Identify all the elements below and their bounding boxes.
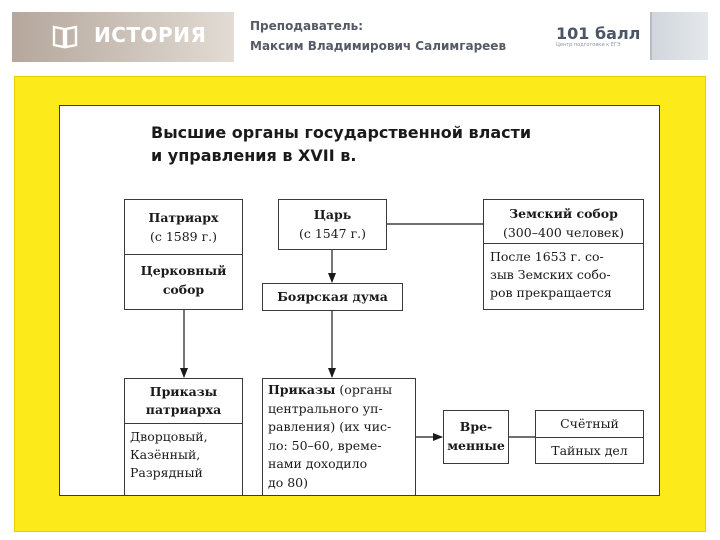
course-title: ИСТОРИЯ [94,23,207,47]
prikazy-line-5: нами доходило [268,456,368,471]
prikazy-title: Приказы [268,382,336,397]
temporary-line-1: Вре- [459,419,493,434]
list-item: Дворцовый, [130,429,208,444]
temporary-line-2: менные [447,438,505,453]
patriarch-prikazy-title-2: патриарха [145,402,222,417]
patriarch-prikazy-title-1: Приказы [149,384,218,399]
title-line-1: Высшие органы государственной власти [151,123,532,142]
church-council-line-1: Церковный [140,263,227,278]
tsar-name: Царь [313,207,352,222]
patriarch-prikazy-list: Дворцовый, Казённый, Разрядный [125,423,242,482]
tsar-date: (с 1547 г.) [298,226,367,241]
zemsky-note-line-1: После 1653 г. со- [490,249,604,264]
course-logo: ИСТОРИЯ [12,12,234,62]
prikazy-line-6: до 80) [268,474,308,490]
boyar-duma-box: Боярская дума [262,283,403,311]
zemsky-size: (300–400 человек) [502,225,625,240]
patriarch-prikazy-box: Приказы патриарха Дворцовый, Казённый, Р… [124,378,243,496]
brand-subtitle: Центр подготовки к ЕГЭ [556,42,621,48]
church-council: Церковный собор [125,254,242,299]
zemsky-note-line-2: зыв Земских собо- [490,267,611,282]
diagram-title: Высшие органы государственной власти и у… [151,121,531,167]
prikazy-line-3: равления) (их чис- [268,419,392,434]
tsar-box: Царь (с 1547 г.) [278,199,387,250]
teacher-label: Преподаватель: [250,19,364,33]
brand-logo: 101 балл [556,24,641,43]
book-icon [52,25,78,49]
church-council-line-2: собор [162,282,205,297]
example-tainykh-del: Тайных дел [536,437,643,464]
teacher-info: Преподаватель: Максим Владимирович Салим… [250,16,506,56]
temporary-prikazy-box: Вре- менные [443,410,509,464]
prikazy-box: Приказы (органы центрального уп- равлени… [262,378,416,496]
zemsky-sobor-box: Земский собор (300–400 человек) После 16… [483,199,644,310]
patriarch-name: Патриарх [148,210,219,225]
patriarch-date: (с 1589 г.) [149,229,218,244]
temporary-examples-box: Счётный Тайных дел [535,410,644,464]
zemsky-note: После 1653 г. со- зыв Земских собо- ров … [484,243,643,302]
teacher-name: Максим Владимирович Салимгареев [250,39,507,53]
prikazy-line-2: центрального уп- [268,400,383,416]
example-schetny: Счётный [560,416,619,431]
list-item: Разрядный [130,465,203,480]
patriarch-box: Патриарх (с 1589 г.) Церковный собор [124,199,243,310]
prikazy-line-1: (органы [335,382,393,397]
header-decoration [650,12,708,60]
zemsky-note-line-3: ров прекращается [490,285,612,300]
prikazy-line-4: ло: 50–60, време- [268,437,382,453]
list-item: Казённый, [130,447,201,462]
zemsky-name: Земский собор [509,206,618,221]
title-line-2: и управления в XVII в. [151,146,357,165]
